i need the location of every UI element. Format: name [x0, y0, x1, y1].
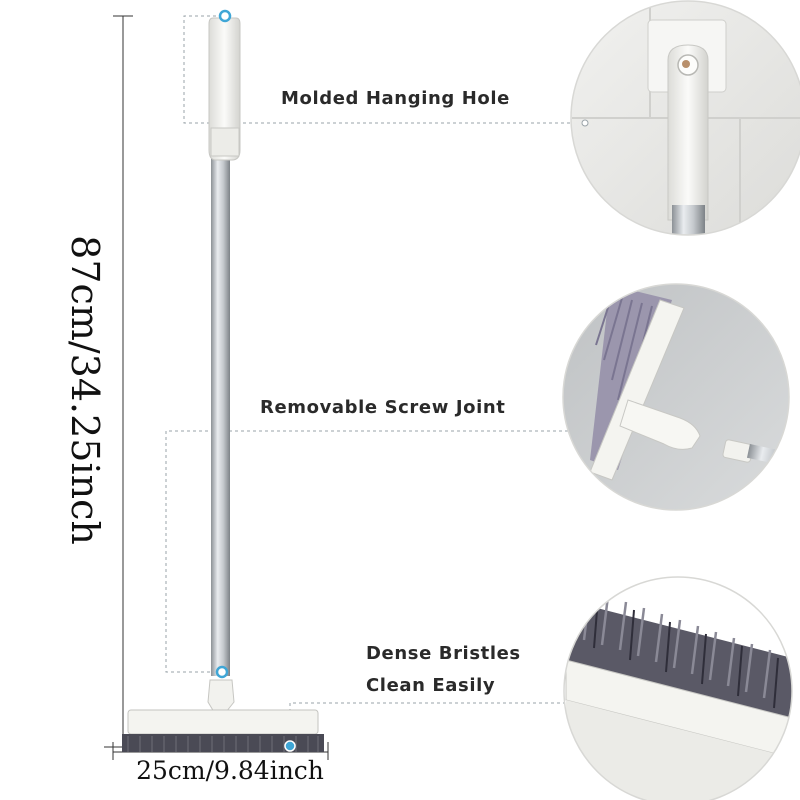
height-dimension: 87cm/34.25inch — [40, 210, 130, 570]
hanging-hole-detail-photo — [570, 0, 800, 236]
width-label: 25cm/9.84inch — [136, 756, 324, 785]
brush-head — [122, 679, 324, 752]
callout-dots — [215, 9, 296, 752]
callout-bristles-line2: Clean Easily — [366, 675, 496, 696]
callout-dense-bristles: Dense Bristles Clean Easily — [366, 638, 521, 702]
callout-hanging-hole: Molded Hanging Hole — [281, 88, 510, 109]
screw-joint-detail-photo — [562, 283, 790, 511]
telescopic-pole — [211, 156, 230, 676]
callout-bristles-line1: Dense Bristles — [366, 643, 521, 664]
height-label: 87cm/34.25inch — [63, 235, 108, 545]
top-handle — [208, 17, 241, 161]
callout-screw-joint: Removable Screw Joint — [260, 397, 506, 418]
bristles-detail-photo — [563, 576, 793, 800]
